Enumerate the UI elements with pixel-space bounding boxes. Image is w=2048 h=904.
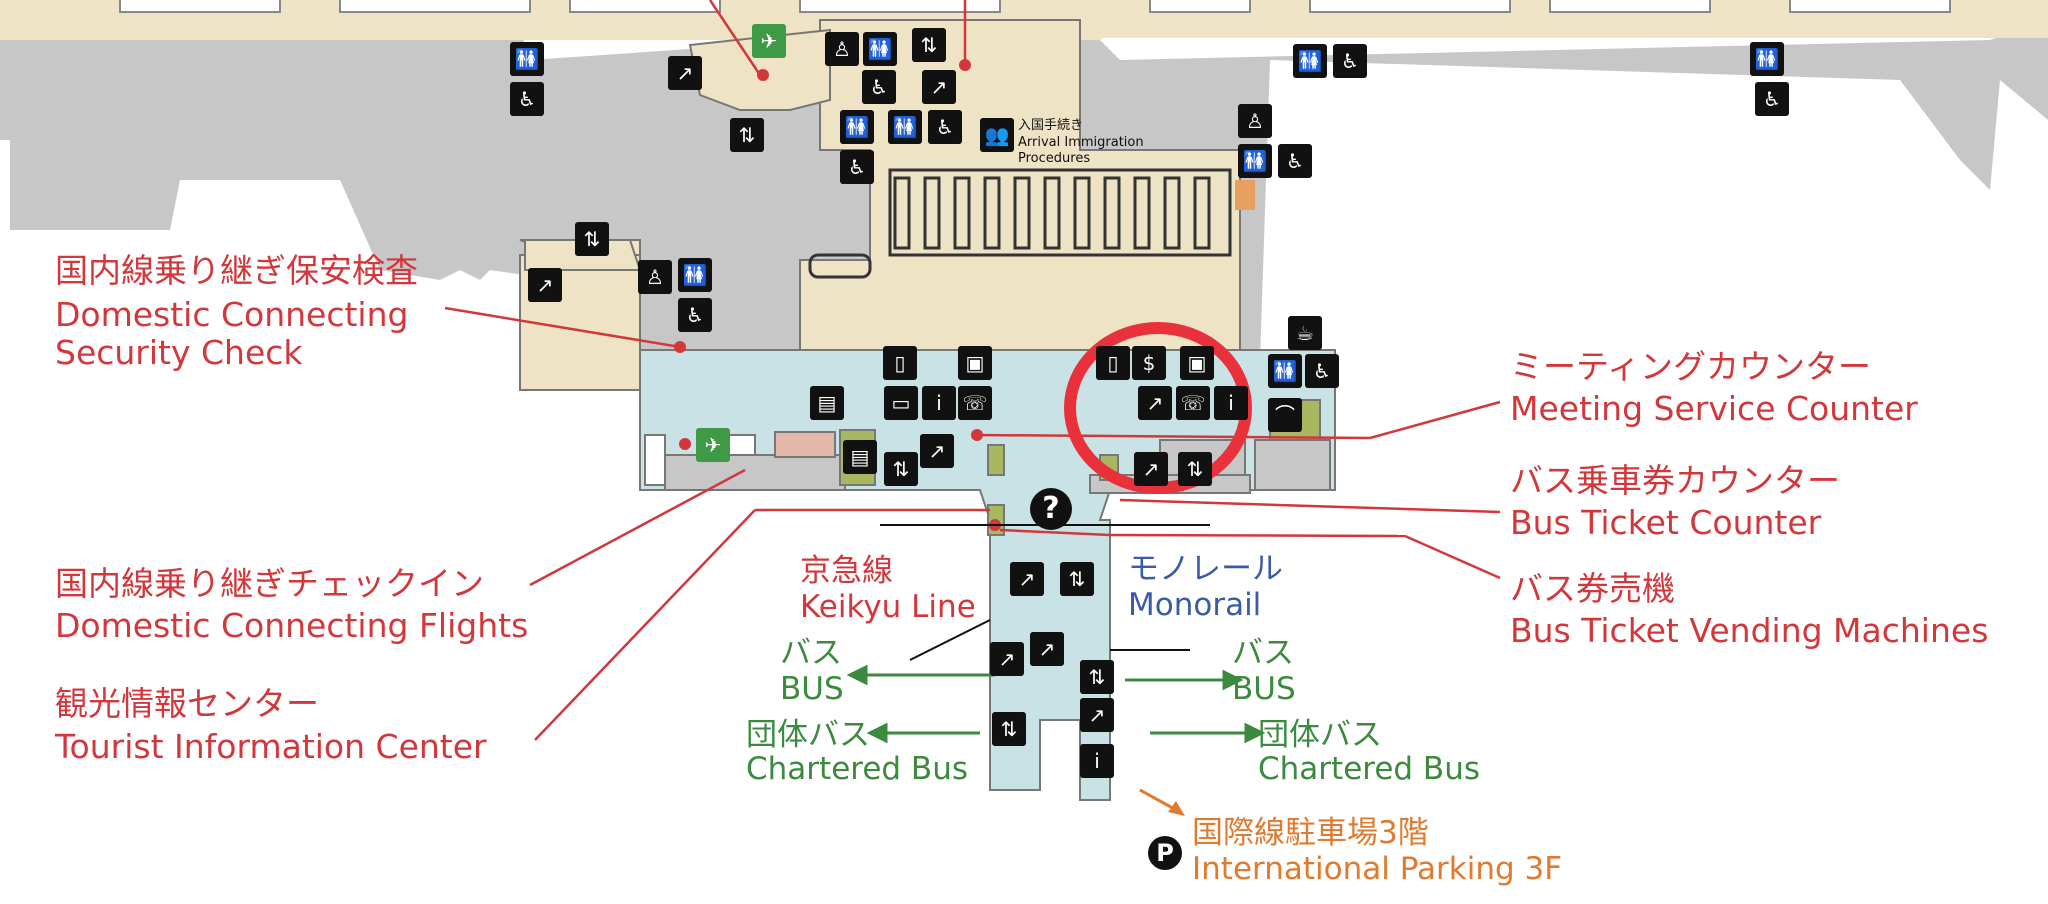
atm-icon: ▯ — [1096, 346, 1130, 380]
domestic-flights-en: Domestic Connecting Flights — [55, 606, 529, 645]
immigration-booths — [808, 168, 1232, 279]
baggage-icon: ▤ — [810, 386, 844, 420]
baggage-icon: ▣ — [1180, 346, 1214, 380]
currency-exchange-icon: $ — [1132, 346, 1166, 380]
wheelchair-icon: ♿ — [510, 82, 544, 116]
domestic-security-en-line1: Domestic Connecting — [55, 295, 409, 334]
information-center-marker: ? — [1030, 488, 1072, 530]
escalator-icon: ↗ — [1030, 632, 1064, 666]
telephone-icon: ☏ — [958, 386, 992, 420]
bus-left-en: BUS — [780, 671, 844, 707]
wheelchair-icon: ♿ — [928, 110, 962, 144]
monorail-en: Monorail — [1128, 587, 1262, 623]
immigration-en-line1: Arrival Immigration — [1018, 135, 1144, 150]
restroom-icon: 🚻 — [1293, 44, 1327, 78]
transit-arrows — [846, 664, 1266, 744]
keikyu-jp: 京急線 — [800, 553, 893, 589]
parking-en: International Parking 3F — [1192, 851, 1563, 887]
wheelchair-icon: ♿ — [1333, 44, 1367, 78]
airplane-icon: ✈ — [696, 428, 730, 462]
domestic-flights-jp: 国内線乗り継ぎチェックイン — [55, 564, 484, 603]
escalator-icon: ↗ — [920, 434, 954, 468]
keikyu-en: Keikyu Line — [800, 589, 976, 625]
pointer-lines — [444, 0, 1501, 741]
info-icon: i — [1214, 386, 1248, 420]
meeting-service-jp: ミーティングカウンター — [1510, 347, 1872, 386]
escalator-icon: ↗ — [1010, 562, 1044, 596]
bus-left-jp: バス — [780, 635, 842, 671]
restroom-icon: 🚻 — [1238, 144, 1272, 178]
wheelchair-icon: ♿ — [840, 150, 874, 184]
baggage-icon: ▣ — [958, 346, 992, 380]
escalator-icon: ↗ — [668, 56, 702, 90]
elevator-icon: ⇅ — [730, 118, 764, 152]
monorail-jp: モノレール — [1128, 551, 1283, 587]
escalator-icon: ↗ — [1080, 698, 1114, 732]
elevator-icon: ⇅ — [575, 222, 609, 256]
cafe-icon: ☕ — [1288, 316, 1322, 350]
immigration-en-line2: Procedures — [1018, 151, 1091, 166]
elevator-icon: ⇅ — [912, 28, 946, 62]
escalator-icon: ↗ — [528, 268, 562, 302]
escalator-icon: ↗ — [1138, 386, 1172, 420]
elevator-icon: ⇅ — [884, 452, 918, 486]
airplane-icon: ✈ — [752, 24, 786, 58]
tourist-info-jp: 観光情報センター — [55, 684, 319, 723]
escalator-icon: ↗ — [990, 642, 1024, 676]
wheelchair-icon: ♿ — [1755, 82, 1789, 116]
chartered-left-jp: 団体バス — [746, 717, 870, 753]
wheelchair-icon: ♿ — [678, 298, 712, 332]
info-icon: i — [1080, 744, 1114, 778]
escalator-icon: ↗ — [922, 70, 956, 104]
restroom-icon: 🚻 — [863, 32, 897, 66]
immigration-jp: 入国手続き — [1018, 118, 1084, 133]
wheelchair-icon: ♿ — [862, 70, 896, 104]
bus-ticket-counter-jp: バス乗車券カウンター — [1510, 461, 1840, 500]
bus-right-jp: バス — [1232, 635, 1294, 671]
baggage-icon: ▤ — [843, 440, 877, 474]
baby-care-icon: ♙ — [638, 260, 672, 294]
bus-right-en: BUS — [1232, 671, 1296, 707]
elevator-icon: ⇅ — [1060, 562, 1094, 596]
chartered-left-en: Chartered Bus — [746, 751, 968, 787]
shop-icon: ⌒ — [1268, 398, 1302, 432]
meeting-service-en: Meeting Service Counter — [1510, 389, 1918, 428]
chartered-right-jp: 団体バス — [1258, 717, 1382, 753]
gate-boxes — [119, 0, 1951, 13]
parking-jp: 国際線駐車場3階 — [1192, 815, 1429, 851]
domestic-security-en-line2: Security Check — [55, 333, 303, 372]
elevator-icon: ⇅ — [1080, 660, 1114, 694]
restroom-icon: 🚻 — [888, 110, 922, 144]
info-icon: i — [922, 386, 956, 420]
computer-icon: ▭ — [884, 386, 918, 420]
parking-icon: P — [1148, 836, 1182, 870]
bus-vending-en: Bus Ticket Vending Machines — [1510, 611, 1989, 650]
restroom-icon: 🚻 — [510, 42, 544, 76]
wheelchair-icon: ♿ — [1278, 144, 1312, 178]
wheelchair-icon: ♿ — [1305, 354, 1339, 388]
elevator-icon: ⇅ — [992, 712, 1026, 746]
elevator-icon: ⇅ — [1178, 452, 1212, 486]
atm-icon: ▯ — [883, 346, 917, 380]
baby-care-icon: ♙ — [825, 32, 859, 66]
restroom-icon: 🚻 — [678, 258, 712, 292]
restroom-icon: 🚻 — [1268, 354, 1302, 388]
tourist-info-en: Tourist Information Center — [55, 727, 487, 766]
restroom-icon: 🚻 — [840, 110, 874, 144]
bus-vending-jp: バス券売機 — [1510, 569, 1675, 608]
telephone-icon: ☏ — [1176, 386, 1210, 420]
escalator-icon: ↗ — [1134, 452, 1168, 486]
bus-ticket-counter-en: Bus Ticket Counter — [1510, 503, 1822, 542]
immigration-icon: 👥 — [980, 118, 1014, 152]
baby-care-icon: ♙ — [1238, 104, 1272, 138]
restroom-icon: 🚻 — [1750, 42, 1784, 76]
domestic-security-jp: 国内線乗り継ぎ保安検査 — [55, 251, 418, 290]
chartered-right-en: Chartered Bus — [1258, 751, 1480, 787]
